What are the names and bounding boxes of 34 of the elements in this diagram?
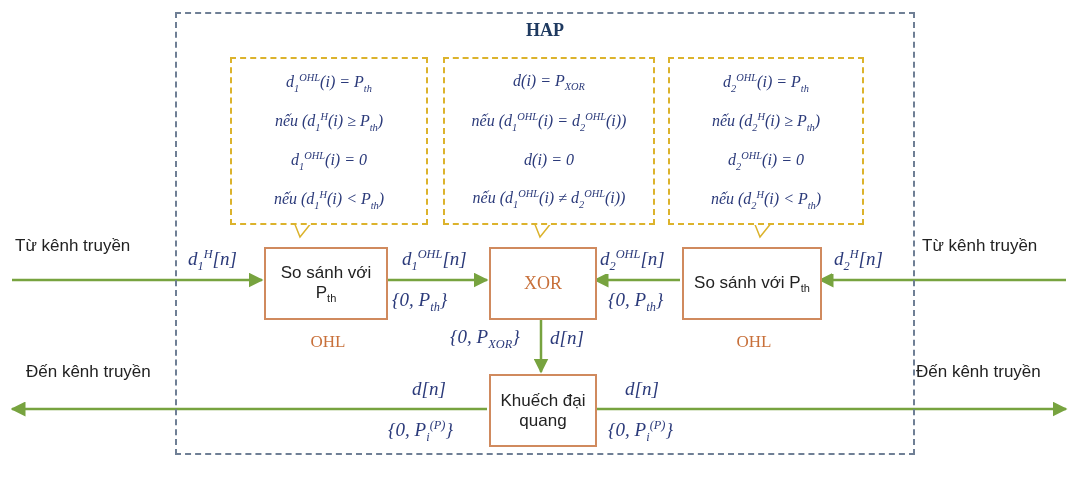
condition-formula: nếu (d$_{1}$$^{H}$(i) ≥ P$_{th}$) [274,110,384,133]
condition-formula: nếu (d$_{1}$$^{OHL}$(i) = d$_{2}$$^{OHL}$(i)) [471,111,627,133]
system-title: HAP [525,20,565,41]
process-box [489,374,597,447]
condition-callout [443,57,655,225]
condition-formula: d(i) = P$_{XOR}$ [513,72,585,93]
box-label: So sánh với P$_{th}$ [279,262,373,305]
condition-callout [230,57,428,225]
condition-callout [668,57,864,225]
arrow [533,318,549,374]
condition-formula: d$_{2}$$^{OHL}$(i) = P$_{th}$ [723,71,809,94]
system-boundary [175,12,915,455]
arrow [10,401,487,417]
box-caption: OHL [309,332,347,352]
condition-formula: nếu (d$_{1}$$^{OHL}$(i) ≠ d$_{2}$$^{OHL}$(i)) [472,188,626,210]
condition-formula: nếu (d$_{1}$$^{H}$(i) < P$_{th}$) [273,188,385,211]
channel-label: Đến kênh truyền [916,362,1041,382]
box-label: So sánh với P$_{th}$ [694,272,810,295]
channel-label: Đến kênh truyền [26,362,151,382]
condition-formula: nếu (d$_{2}$$^{H}$(i) < P$_{th}$) [710,188,822,211]
condition-formula: d(i) = 0 [524,151,574,170]
edge-label: d$_{2}$$^{OHL}$[n] [598,247,667,275]
box-caption: OHL [735,332,773,352]
condition-formula: d$_{1}$$^{OHL}$(i) = P$_{th}$ [286,71,372,94]
process-box [489,247,597,320]
edge-label: d$_{2}$$^{H}$[n] [832,247,885,275]
arrow [12,272,264,288]
condition-formula: d$_{2}$$^{OHL}$(i) = 0 [728,149,804,172]
condition-formula: nếu (d$_{2}$$^{H}$(i) ≥ P$_{th}$) [711,110,821,133]
condition-formula: d$_{1}$$^{OHL}$(i) = 0 [291,149,367,172]
box-label: XOR [524,273,562,294]
channel-label: Từ kênh truyền [922,236,1038,256]
channel-label: Từ kênh truyền [15,236,131,256]
box-label: Khuếch đại quang [499,390,587,431]
